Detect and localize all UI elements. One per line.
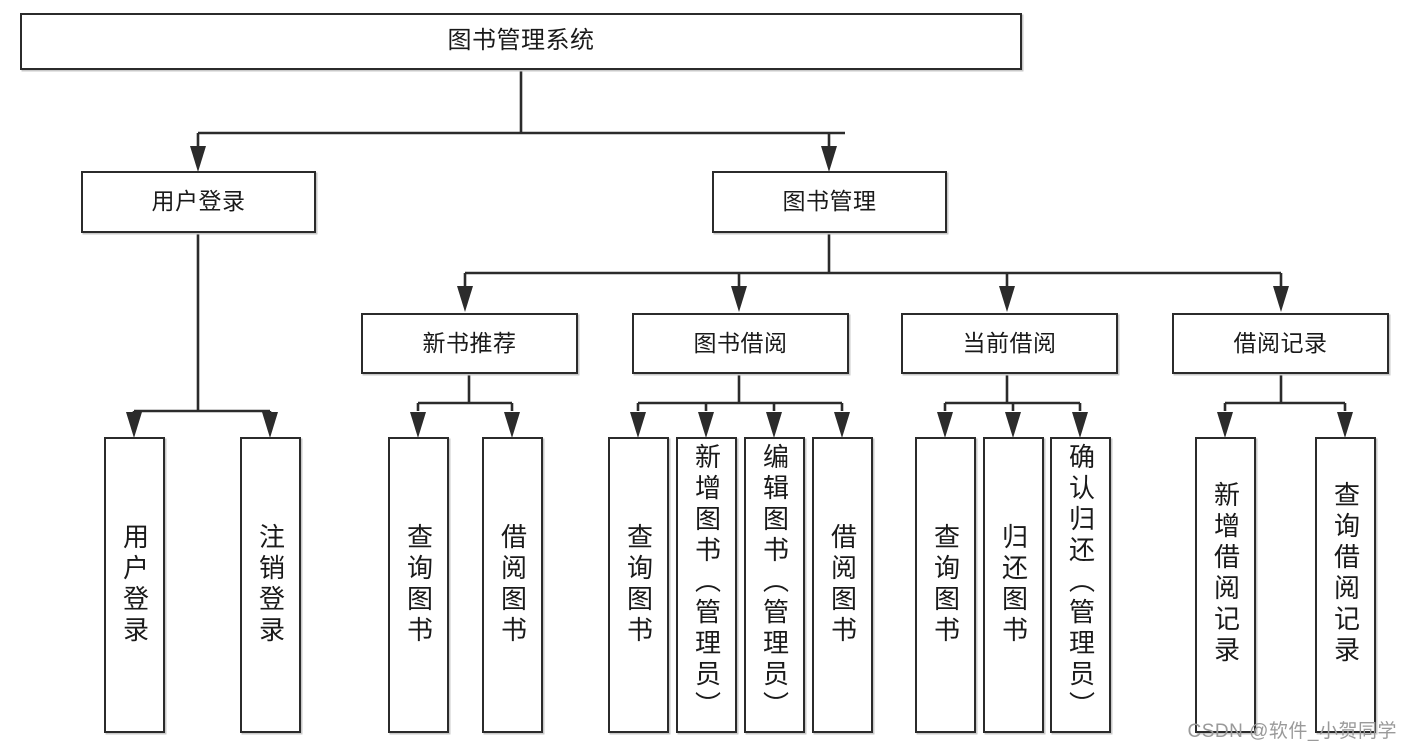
node-leaf-borrow-books-newbook[interactable]: 借阅图书 (482, 437, 543, 733)
node-label: 查询借阅记录 (1330, 481, 1361, 667)
node-label: 图书借阅 (693, 329, 788, 356)
node-leaf-return-books[interactable]: 归还图书 (983, 437, 1044, 733)
node-leaf-edit-book-admin[interactable]: 编辑图书（管理员） (744, 437, 805, 733)
node-new-book-recommendation[interactable]: 新书推荐 (361, 313, 578, 374)
node-label: 确认归还（管理员） (1065, 443, 1096, 722)
node-user-login[interactable]: 用户登录 (81, 171, 316, 233)
node-book-borrowing[interactable]: 图书借阅 (632, 313, 849, 374)
node-label: 当前借阅 (962, 329, 1057, 356)
node-label: 用户登录 (151, 188, 246, 215)
node-leaf-add-book-admin[interactable]: 新增图书（管理员） (676, 437, 737, 733)
node-label: 新增借阅记录 (1210, 481, 1241, 667)
watermark-text: CSDN @软件_小贺同学 (1187, 721, 1397, 742)
node-label: 用户登录 (119, 523, 150, 647)
node-label: 借阅记录 (1233, 329, 1328, 356)
node-label: 图书管理系统 (447, 27, 595, 55)
node-current-borrowing[interactable]: 当前借阅 (901, 313, 1118, 374)
node-leaf-logout[interactable]: 注销登录 (240, 437, 301, 733)
node-label: 注销登录 (255, 523, 286, 647)
node-leaf-confirm-return-admin[interactable]: 确认归还（管理员） (1050, 437, 1111, 733)
node-label: 借阅图书 (827, 523, 858, 647)
node-leaf-query-books-newbook[interactable]: 查询图书 (388, 437, 449, 733)
node-label: 归还图书 (998, 523, 1029, 647)
node-leaf-user-login[interactable]: 用户登录 (104, 437, 165, 733)
node-label: 查询图书 (623, 523, 654, 647)
node-label: 新增图书（管理员） (691, 443, 722, 722)
node-label: 新书推荐 (422, 329, 517, 356)
node-leaf-query-books-current[interactable]: 查询图书 (915, 437, 976, 733)
node-leaf-query-books-borrow[interactable]: 查询图书 (608, 437, 669, 733)
node-borrowing-records[interactable]: 借阅记录 (1172, 313, 1389, 374)
node-label: 编辑图书（管理员） (759, 443, 790, 722)
node-label: 借阅图书 (497, 523, 528, 647)
node-label: 查询图书 (930, 523, 961, 647)
node-leaf-query-borrow-record[interactable]: 查询借阅记录 (1315, 437, 1376, 733)
node-root-book-management-system[interactable]: 图书管理系统 (20, 13, 1022, 70)
node-book-management[interactable]: 图书管理 (712, 171, 947, 233)
node-label: 查询图书 (403, 523, 434, 647)
node-leaf-borrow-books[interactable]: 借阅图书 (812, 437, 873, 733)
node-label: 图书管理 (782, 188, 877, 215)
node-leaf-add-borrow-record[interactable]: 新增借阅记录 (1195, 437, 1256, 733)
